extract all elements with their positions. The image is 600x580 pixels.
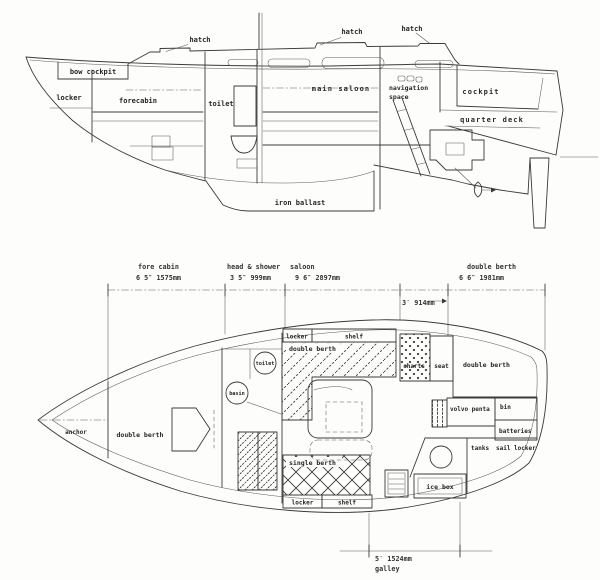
steps-box (431, 399, 448, 428)
profile-label-hatch-aft: hatch (401, 25, 422, 33)
profile-labels: hatch hatch hatch bow cockpit locker for… (56, 25, 524, 207)
aft-underbody (373, 164, 469, 185)
hatch-leader-2 (319, 37, 342, 46)
plan-compartments (107, 328, 538, 509)
shelf-bottom-box (321, 494, 373, 509)
profile-label-main-saloon: main saloon (312, 85, 370, 93)
dim-saloon-value: 9 6″ 2897mm (295, 274, 340, 282)
engine-block (429, 129, 485, 171)
plan-label-single-berth: single berth (289, 459, 336, 467)
coachroof-profile (127, 42, 460, 65)
profile-interior-lines (49, 46, 558, 210)
ice-box-outer (413, 473, 467, 499)
profile-label-cockpit: cockpit (462, 88, 499, 96)
profile-label-forecabin: forecabin (119, 97, 157, 105)
hatch-leader-3 (415, 32, 430, 44)
dim-head-shower-label: head & shower (227, 263, 280, 271)
ballast-block (205, 170, 375, 212)
saloon-table (307, 379, 373, 439)
dim-galley-value: 5′ 1524mm (375, 555, 412, 563)
vberth-insert (171, 407, 211, 452)
profile-label-hatch-main: hatch (341, 28, 362, 36)
plan-hull-inner (51, 329, 538, 501)
seat-box (429, 335, 454, 382)
profile-label-quarter-deck: quarter deck (460, 116, 524, 124)
hatch-leader-1 (165, 44, 189, 52)
profile-hull-outline (25, 56, 599, 229)
basin-bowl (225, 381, 249, 405)
plan-label-locker-bottom: locker (292, 500, 314, 507)
dim-double-berth-value: 6 6″ 1981mm (459, 274, 504, 282)
dim-head-shower-value: 3 5″ 999mm (230, 274, 271, 282)
plan-label-batteries: batteries (499, 428, 532, 435)
window-2 (267, 58, 311, 68)
deck-inner-line (29, 59, 556, 75)
plan-label-basin: basin (229, 391, 245, 397)
dimension-texts: fore cabin 6 5″ 1575mm head & shower 3 5… (136, 263, 516, 307)
dim-fore-cabin-value: 6 5″ 1575mm (136, 274, 181, 282)
plan-labels: anchor double berth locker shelf double … (65, 334, 536, 507)
stem-and-bottom (25, 56, 207, 182)
counter-line (447, 125, 557, 156)
canoe-bottom (164, 169, 375, 184)
plan-label-charts: charts (403, 363, 425, 370)
plan-hull (37, 319, 548, 513)
plan-label-locker-top: locker (286, 334, 308, 341)
profile-label-hatch-fore: hatch (189, 36, 210, 44)
transom (555, 70, 564, 156)
window-4 (414, 60, 454, 68)
profile-label-navigation: navigation (389, 84, 428, 92)
coachroof-and-hatches (127, 12, 460, 69)
table-leaf-dashed (309, 439, 373, 461)
profile-view: hatch hatch hatch bow cockpit locker for… (25, 12, 599, 229)
profile-label-nav-space: space (389, 93, 409, 101)
window-3 (321, 57, 385, 69)
sink-bowl (429, 445, 453, 469)
toilet-bowl (253, 351, 277, 375)
dim-fore-cabin-label: fore cabin (138, 263, 179, 271)
profile-label-bow-cockpit: bow cockpit (70, 68, 116, 76)
plan-hull-outer (37, 319, 548, 513)
small-locker-2 (257, 431, 278, 491)
small-locker-1 (237, 431, 259, 491)
plan-label-ice-box: ice box (426, 483, 453, 491)
plan-label-tanks: tanks (471, 445, 489, 452)
propeller (473, 181, 483, 198)
profile-label-toilet: toilet (208, 100, 233, 108)
deadwood (467, 157, 531, 195)
plan-label-bin: bin (500, 404, 511, 411)
plan-view: anchor double berth locker shelf double … (37, 319, 548, 573)
rudder (529, 157, 550, 229)
cooker (384, 469, 409, 498)
plan-label-toilet: toilet (256, 361, 275, 367)
profile-label-iron-ballast: iron ballast (275, 199, 326, 207)
dim-aft-gap-value: 3′ 914mm (402, 299, 435, 307)
profile-label-locker: locker (56, 94, 81, 102)
plan-label-double-berth-saloon: double berth (289, 345, 336, 353)
sheer-line (25, 56, 558, 72)
saloon-double-berth-area (281, 341, 397, 421)
dim-saloon-label: saloon (290, 263, 315, 271)
plan-label-seat: seat (434, 363, 449, 370)
galley-edge (409, 437, 426, 478)
nav-instruments-icon (397, 75, 423, 83)
charts-box (399, 333, 431, 382)
batteries-box (494, 419, 538, 441)
plan-label-double-berth-aft: double berth (463, 361, 510, 369)
dim-galley-label: galley (375, 565, 400, 573)
plan-dimension-galley: 5′ 1524mm galley (339, 501, 493, 573)
dim-double-berth-label: double berth (467, 263, 516, 271)
plan-label-double-berth-fore: double berth (117, 431, 164, 439)
plan-dimensions-top: fore cabin 6 5″ 1575mm head & shower 3 5… (107, 263, 546, 383)
plan-label-volvo-penta: volvo penta (450, 406, 490, 413)
window-1 (227, 59, 259, 66)
plan-label-sail-locker: sail locker (496, 445, 536, 452)
plan-label-shelf-top: shelf (345, 334, 363, 341)
plan-label-anchor: anchor (65, 429, 87, 436)
plan-label-shelf-bottom: shelf (338, 500, 356, 507)
ice-box-inner (417, 477, 463, 495)
